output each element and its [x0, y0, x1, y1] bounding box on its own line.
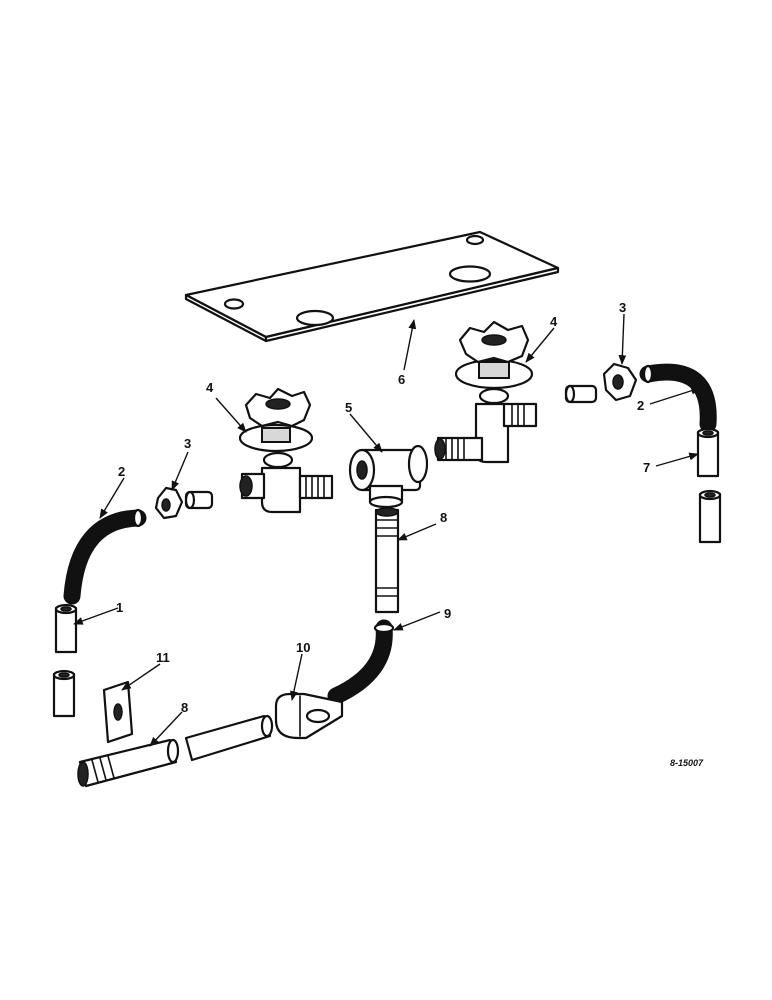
- pipe-nipple-upper: [374, 507, 400, 614]
- tube-elbow-right: [639, 363, 717, 433]
- plate-hole: [295, 309, 335, 327]
- callout-5: 5: [345, 400, 352, 415]
- gasket-plate: [102, 680, 134, 744]
- pipe-tee: [348, 444, 429, 509]
- callout-1: 1: [116, 600, 123, 615]
- compression-nut-right: [564, 362, 638, 404]
- tube-elbow-left: [63, 508, 147, 605]
- callout-8: 8: [440, 510, 447, 525]
- drawing-code: 8-15007: [670, 758, 704, 768]
- leader-lines: [73, 313, 701, 747]
- callout-8: 8: [181, 700, 188, 715]
- tube-sleeve-right: [696, 427, 722, 544]
- callout-3: 3: [619, 300, 626, 315]
- callout-4: 4: [206, 380, 214, 395]
- mounting-plate: [184, 230, 560, 343]
- callout-10: 10: [296, 640, 310, 655]
- callout-7: 7: [643, 460, 650, 475]
- tube-clamp: [274, 692, 344, 740]
- callout-3: 3: [184, 436, 191, 451]
- callout-6: 6: [398, 372, 405, 387]
- tube-sleeve-left: [52, 603, 78, 718]
- plate-hole: [448, 265, 492, 283]
- callout-11: 11: [156, 650, 170, 665]
- plate-hole: [465, 234, 485, 246]
- tube-elbow-lower: [327, 619, 395, 705]
- shutoff-valve-left: [238, 387, 334, 514]
- callout-labels: 1 2 2 3 3 4 4 5 6 7 8 8 9 10 11: [116, 300, 650, 715]
- plate-hole: [223, 298, 245, 310]
- callout-4: 4: [550, 314, 558, 329]
- shutoff-valve-right: [434, 320, 538, 464]
- callout-2: 2: [118, 464, 125, 479]
- callout-2: 2: [637, 398, 644, 413]
- pipe-nipple-lower: [77, 714, 274, 788]
- callout-9: 9: [444, 606, 451, 621]
- compression-nut-left: [154, 486, 214, 520]
